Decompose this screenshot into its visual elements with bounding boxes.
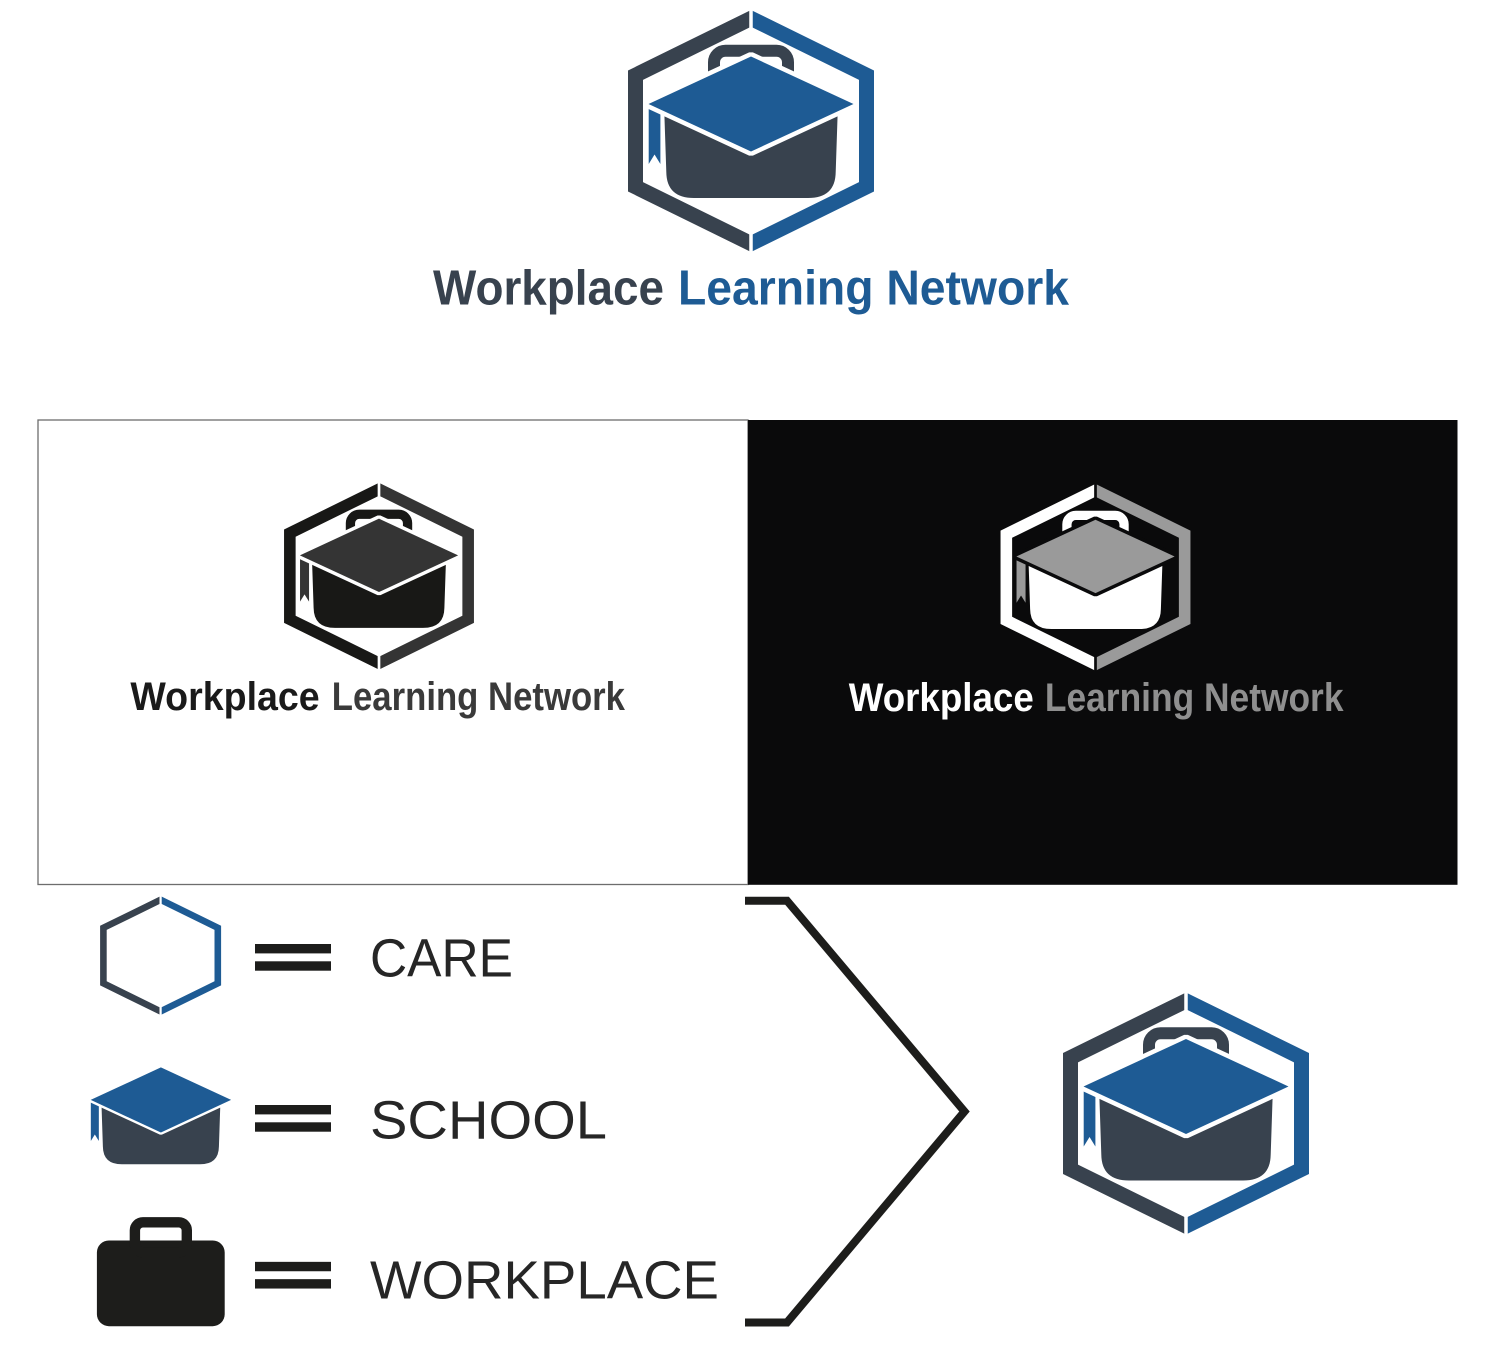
svg-text:WORKPLACE: WORKPLACE	[370, 1250, 719, 1310]
svg-text:CARE: CARE	[370, 929, 513, 989]
svg-text:SCHOOL: SCHOOL	[370, 1090, 607, 1150]
